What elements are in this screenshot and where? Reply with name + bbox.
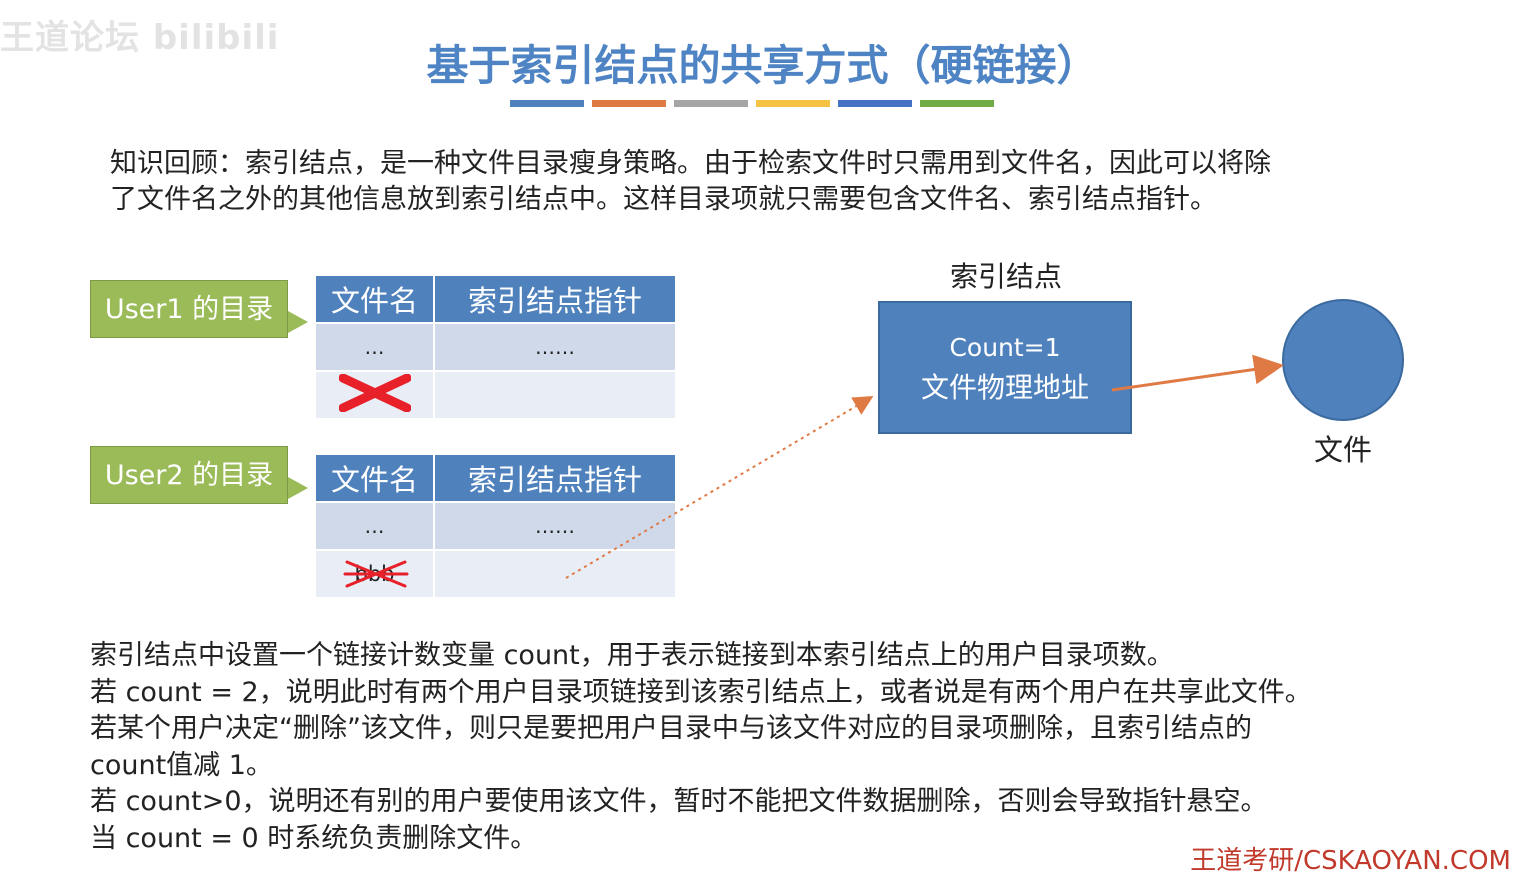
cell-filename-deleted	[316, 371, 435, 420]
user1-label-pointer	[288, 311, 308, 333]
cell-inode-pointer-empty	[434, 371, 677, 420]
red-x-icon	[338, 373, 411, 412]
cell-filename: …	[316, 502, 435, 551]
inode-caption: 索引结点	[949, 260, 1062, 293]
inode-to-file-arrow	[1111, 354, 1284, 392]
inode-physical-address: 文件物理地址	[920, 371, 1089, 404]
page-title: 基于索引结点的共享方式（硬链接）	[426, 41, 1099, 90]
header-filename: 文件名	[316, 455, 435, 503]
table-row: bbb	[316, 550, 677, 599]
file-label: 文件	[1313, 433, 1372, 467]
table-row: … ……	[316, 502, 677, 551]
note-line-2: 若 count = 2，说明此时有两个用户目录项链接到该索引结点上，或者说是有两…	[90, 676, 1312, 708]
note-line-3: 若某个用户决定“删除”该文件，则只是要把用户目录中与该文件对应的目录项删除，且索…	[90, 713, 1252, 744]
cell-filename: …	[316, 323, 435, 372]
user1-directory-table: 文件名 索引结点指针 … ……	[316, 276, 677, 420]
explanation-notes: 索引结点中设置一个链接计数变量 count，用于表示链接到本索引结点上的用户目录…	[90, 638, 1450, 857]
title-bar-segment-6	[920, 100, 994, 107]
header-filename: 文件名	[316, 276, 435, 324]
user2-pointer-dashed-arrow	[565, 395, 874, 579]
cell-inode-pointer: ……	[434, 502, 677, 551]
cell-inode-pointer: ……	[434, 323, 677, 372]
recap-line-2: 了文件名之外的其他信息放到索引结点中。这样目录项就只需要包含文件名、索引结点指针…	[110, 184, 1217, 215]
title-bar-segment-2	[592, 100, 666, 107]
header-inode-pointer: 索引结点指针	[434, 276, 677, 324]
recap-line-1: 知识回顾：索引结点，是一种文件目录瘦身策略。由于检索文件时只需用到文件名，因此可…	[110, 148, 1271, 179]
table-row: … ……	[316, 323, 677, 372]
title-bar-segment-3	[674, 100, 748, 107]
cell-filename-struck: bbb	[316, 550, 435, 599]
brand-footer: 王道考研/CSKAOYAN.COM	[1190, 846, 1511, 876]
red-strike-icon	[343, 560, 408, 588]
cell-inode-pointer-empty	[434, 550, 677, 599]
table-header-row: 文件名 索引结点指针	[316, 276, 677, 324]
title-bar-segment-5	[838, 100, 912, 107]
knowledge-recap: 知识回顾：索引结点，是一种文件目录瘦身策略。由于检索文件时只需用到文件名，因此可…	[110, 146, 1430, 218]
note-line-6: 当 count = 0 时系统负责删除文件。	[90, 822, 538, 854]
user2-directory-label: User2 的目录	[90, 446, 288, 504]
user2-label-pointer	[288, 477, 308, 499]
note-line-4: count值减 1。	[90, 749, 273, 781]
table-header-row: 文件名 索引结点指针	[316, 455, 677, 503]
note-line-5: 若 count>0，说明还有别的用户要使用该文件，暂时不能把文件数据删除，否则会…	[90, 786, 1268, 817]
title-bar-segment-1	[510, 100, 584, 107]
header-inode-pointer: 索引结点指针	[434, 455, 677, 503]
note-line-1: 索引结点中设置一个链接计数变量 count，用于表示链接到本索引结点上的用户目录…	[90, 640, 1174, 671]
user2-directory-table: 文件名 索引结点指针 … …… bbb	[316, 455, 677, 599]
user1-directory-label: User1 的目录	[90, 280, 288, 338]
inode-count: Count=1	[949, 333, 1061, 362]
watermark: 王道论坛 bilibili	[0, 18, 280, 58]
table-row	[316, 371, 677, 420]
title-bar-segment-4	[756, 100, 830, 107]
inode-box: Count=1 文件物理地址	[878, 301, 1132, 434]
